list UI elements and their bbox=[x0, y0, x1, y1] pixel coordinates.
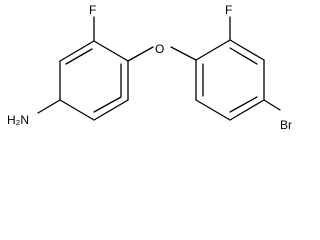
bond bbox=[59, 40, 95, 62]
structure-canvas: F O F H₂N Br bbox=[7, 3, 293, 132]
fluorine-right-label: F bbox=[225, 3, 232, 17]
bond bbox=[195, 99, 231, 121]
molecule-drawing: F O F H₂N Br bbox=[7, 3, 292, 132]
oxygen-bridge-label: O bbox=[155, 42, 164, 56]
bond bbox=[229, 39, 265, 61]
amine-label: H₂N bbox=[7, 113, 29, 127]
bond bbox=[59, 99, 95, 121]
bond bbox=[195, 39, 231, 61]
bond-to-oxygen-left bbox=[127, 46, 154, 62]
bromine-label: Br bbox=[280, 118, 292, 132]
bond-to-bromine bbox=[263, 99, 281, 111]
bond bbox=[93, 40, 129, 62]
fluorine-left-label: F bbox=[89, 3, 96, 17]
right-benzene-ring bbox=[195, 39, 265, 121]
double-bond-inner bbox=[229, 47, 258, 65]
bond-to-amine bbox=[37, 99, 61, 114]
double-bond-inner bbox=[93, 96, 122, 113]
double-bond-inner bbox=[229, 96, 258, 113]
bond bbox=[93, 99, 129, 121]
bond-to-oxygen-right bbox=[170, 46, 197, 61]
double-bond-inner bbox=[65, 48, 93, 65]
bond bbox=[229, 99, 265, 121]
left-benzene-ring bbox=[59, 40, 129, 121]
